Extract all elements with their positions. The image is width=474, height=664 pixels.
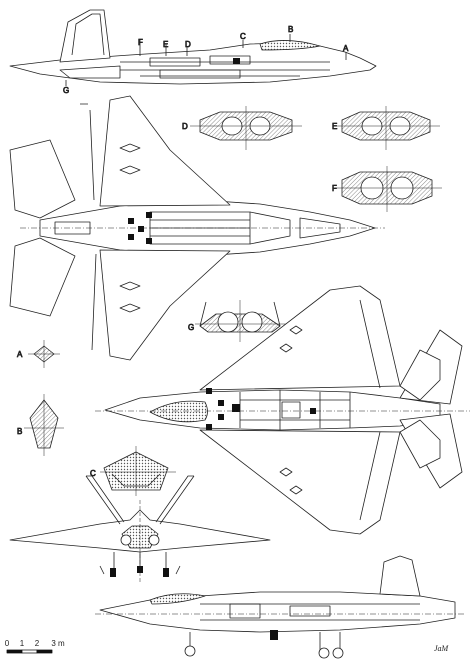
section-a <box>28 340 60 368</box>
label-f: F <box>138 38 143 47</box>
section-g <box>195 300 290 342</box>
label-e: E <box>163 40 168 49</box>
label-section-e: E <box>332 122 337 131</box>
scale-tick-3m: 3 m <box>51 639 65 648</box>
label-section-b: B <box>17 427 22 436</box>
label-g: G <box>63 86 69 95</box>
label-section-a: A <box>17 350 23 359</box>
label-section-g: G <box>188 323 194 332</box>
side-view-top <box>9 9 377 86</box>
section-f <box>335 166 442 212</box>
plan-view-lower <box>95 285 470 535</box>
section-e <box>335 106 440 150</box>
artist-signature: JaM <box>434 644 450 653</box>
label-b: B <box>288 25 293 34</box>
front-view <box>9 475 271 582</box>
label-a: A <box>343 44 349 53</box>
section-d <box>190 106 302 150</box>
section-b <box>24 394 64 456</box>
plan-view-upper <box>9 95 385 361</box>
label-c: C <box>240 32 246 41</box>
section-c <box>100 446 176 496</box>
label-section-c: C <box>90 469 96 478</box>
scale-tick-2: 2 <box>35 639 40 648</box>
label-section-f: F <box>332 184 337 193</box>
scale-tick-0: 0 <box>5 639 10 648</box>
label-section-d: D <box>182 122 188 131</box>
scale-tick-1: 1 <box>20 639 25 648</box>
label-d: D <box>185 40 191 49</box>
side-view-bottom <box>95 555 465 659</box>
scale-bar <box>6 649 53 654</box>
